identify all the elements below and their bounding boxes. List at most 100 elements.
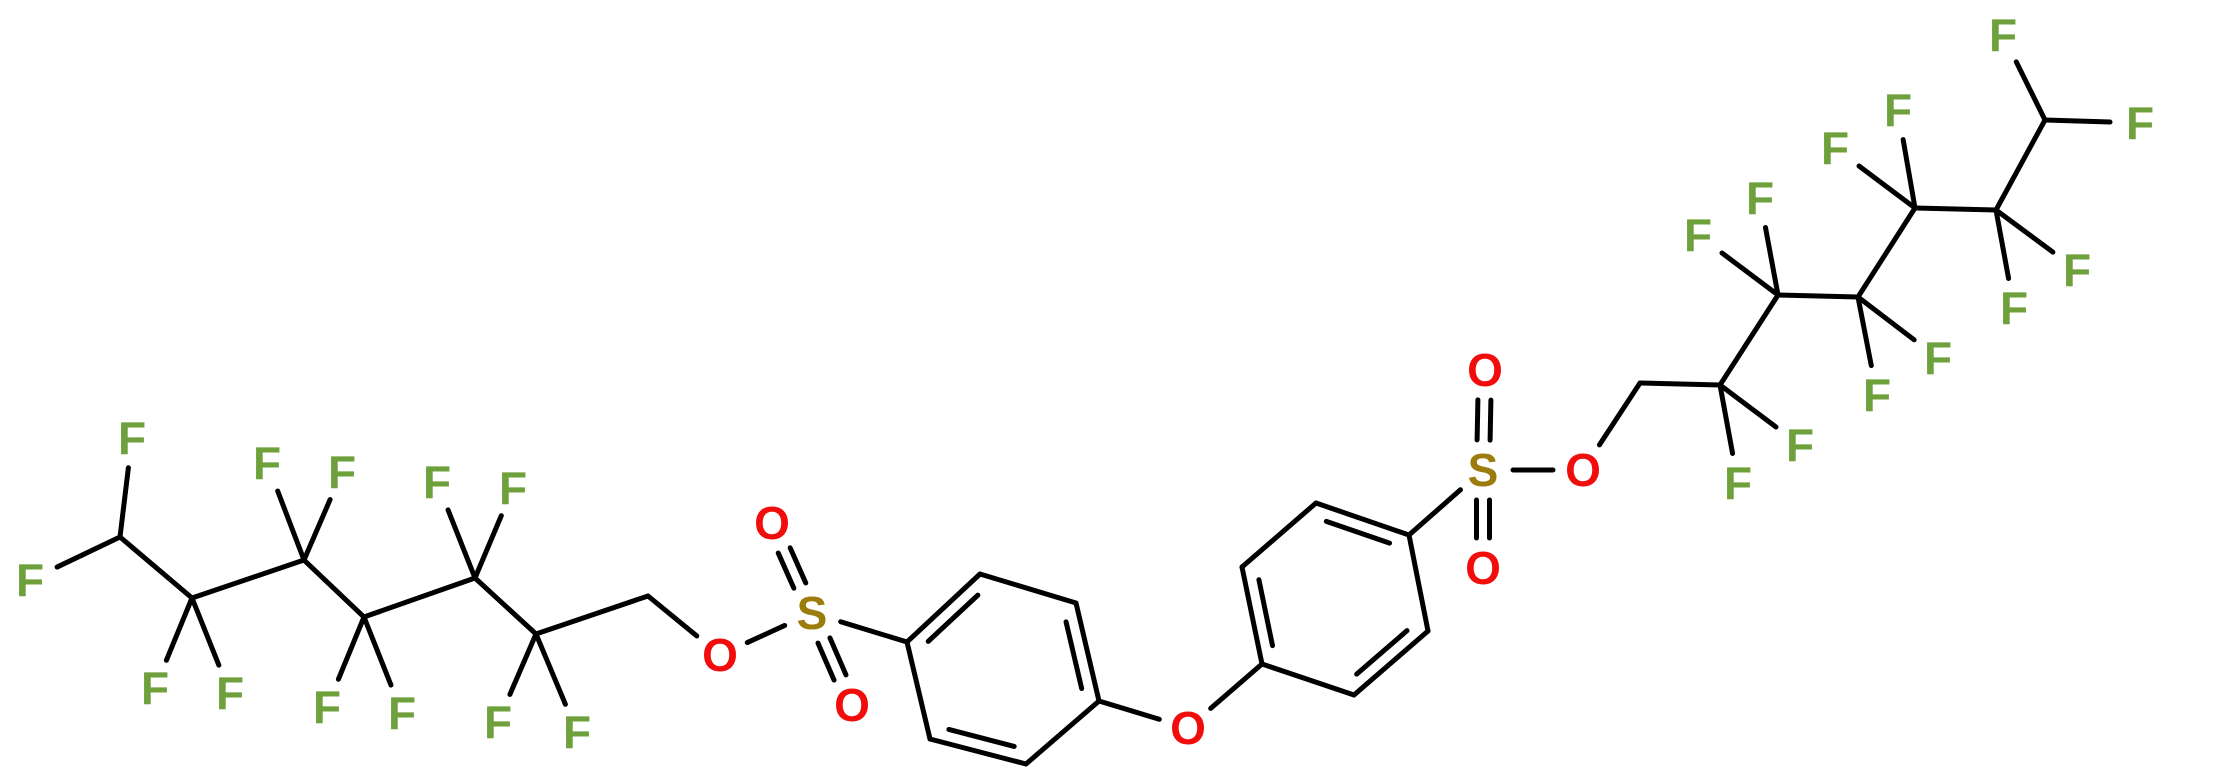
double-bond-line xyxy=(1487,397,1494,443)
bond-line xyxy=(301,557,367,620)
bond-line xyxy=(2013,59,2048,123)
atom-label-O: O xyxy=(1465,542,1501,594)
bond-line xyxy=(904,639,933,742)
double-bond-line xyxy=(827,635,849,678)
bond-line xyxy=(533,631,568,707)
bond-line xyxy=(1775,292,1861,300)
double-bond-line xyxy=(1474,397,1481,443)
bond-line xyxy=(1239,500,1319,570)
bond-line xyxy=(1762,224,1781,298)
atom-label-F: F xyxy=(328,446,356,498)
bond-line xyxy=(335,614,367,682)
bond-line xyxy=(1900,137,1918,211)
aromatic-bond-line xyxy=(1351,628,1431,698)
double-bond-line xyxy=(815,640,837,683)
bond-line xyxy=(117,465,131,540)
aromatic-inner-line xyxy=(1323,518,1393,546)
bond-line xyxy=(1023,698,1102,767)
atom-label-F: F xyxy=(141,662,169,714)
atom-label-F: F xyxy=(563,706,591,758)
atom-label-F: F xyxy=(1821,122,1849,174)
bond-line xyxy=(275,488,307,563)
aromatic-inner-line xyxy=(946,726,1017,749)
bond-line xyxy=(472,575,539,637)
atom-label-F: F xyxy=(2126,97,2154,149)
bond-line xyxy=(361,575,478,620)
bond-line xyxy=(189,557,307,601)
bond-line xyxy=(1406,532,1431,634)
atom-label-S: S xyxy=(1468,444,1499,496)
bond-line xyxy=(1096,698,1162,722)
atom-label-O: O xyxy=(1170,702,1206,754)
atom-label-F: F xyxy=(2000,282,2028,334)
bond-line xyxy=(838,619,910,645)
bond-line xyxy=(645,593,700,639)
bond-line xyxy=(472,513,504,581)
atom-label-F: F xyxy=(423,456,451,508)
bond-line xyxy=(1855,294,1874,369)
atom-label-F: F xyxy=(499,462,527,514)
atom-label-O: O xyxy=(1565,444,1601,496)
bond-line xyxy=(1717,382,1779,430)
bond-line xyxy=(977,571,1079,606)
bond-line xyxy=(1406,487,1463,538)
atom-label-F: F xyxy=(1724,457,1752,509)
atom-label-F: F xyxy=(1989,9,2017,61)
aromatic-bond-line xyxy=(904,571,983,645)
atom-label-F: F xyxy=(1746,172,1774,224)
bond-line xyxy=(1912,205,1999,213)
aromatic-bond-line xyxy=(1239,564,1265,667)
bond-line xyxy=(744,622,788,646)
atom-label-O: O xyxy=(702,629,738,681)
atom-label-F: F xyxy=(1863,369,1891,421)
bond-line xyxy=(445,507,478,581)
bond-line xyxy=(1855,205,1918,300)
bond-line xyxy=(117,534,195,601)
aromatic-bond-line xyxy=(927,736,1029,767)
atom-label-F: F xyxy=(1924,332,1952,384)
atom-label-F: F xyxy=(2063,244,2091,296)
aromatic-bond-line xyxy=(1073,600,1102,704)
bond-line xyxy=(1596,380,1643,448)
bond-line xyxy=(507,631,539,697)
atom-label-F: F xyxy=(16,554,44,606)
atom-label-O: O xyxy=(834,679,870,731)
bond-line xyxy=(533,593,651,637)
aromatic-inner-line xyxy=(1256,577,1276,649)
bond-line xyxy=(1208,661,1265,711)
bond-line xyxy=(2042,117,2113,125)
atom-label-F: F xyxy=(484,696,512,748)
bond-line xyxy=(189,595,222,668)
bond-line xyxy=(1717,382,1736,456)
atom-label-F: F xyxy=(313,681,341,733)
atom-label-F: F xyxy=(253,437,281,489)
atom-label-F: F xyxy=(118,412,146,464)
bond-line xyxy=(1993,117,2048,213)
bond-line xyxy=(54,534,123,570)
bond-line xyxy=(1993,207,2012,281)
bond-line xyxy=(301,497,333,563)
double-bond-line xyxy=(787,545,809,586)
aromatic-inner-line xyxy=(1354,628,1410,677)
atom-label-F: F xyxy=(216,667,244,719)
bond-line xyxy=(1856,163,1918,211)
bond-line xyxy=(1993,207,2056,255)
atom-label-O: O xyxy=(1467,344,1503,396)
atom-label-F: F xyxy=(1786,419,1814,471)
atom-label-F: F xyxy=(1684,209,1712,261)
bond-line xyxy=(1855,294,1917,343)
atom-label-F: F xyxy=(1884,84,1912,136)
atom-label-F: F xyxy=(388,687,416,739)
aromatic-bond-line xyxy=(1313,500,1412,538)
double-bond-line xyxy=(775,550,797,591)
bond-line xyxy=(1637,380,1723,388)
aromatic-inner-line xyxy=(1063,619,1085,692)
bond-line xyxy=(361,614,394,688)
bond-line xyxy=(1717,292,1781,388)
bond-line xyxy=(1259,661,1357,698)
atom-label-O: O xyxy=(754,497,790,549)
atom-label-S: S xyxy=(797,587,828,639)
bond-line xyxy=(163,595,195,663)
